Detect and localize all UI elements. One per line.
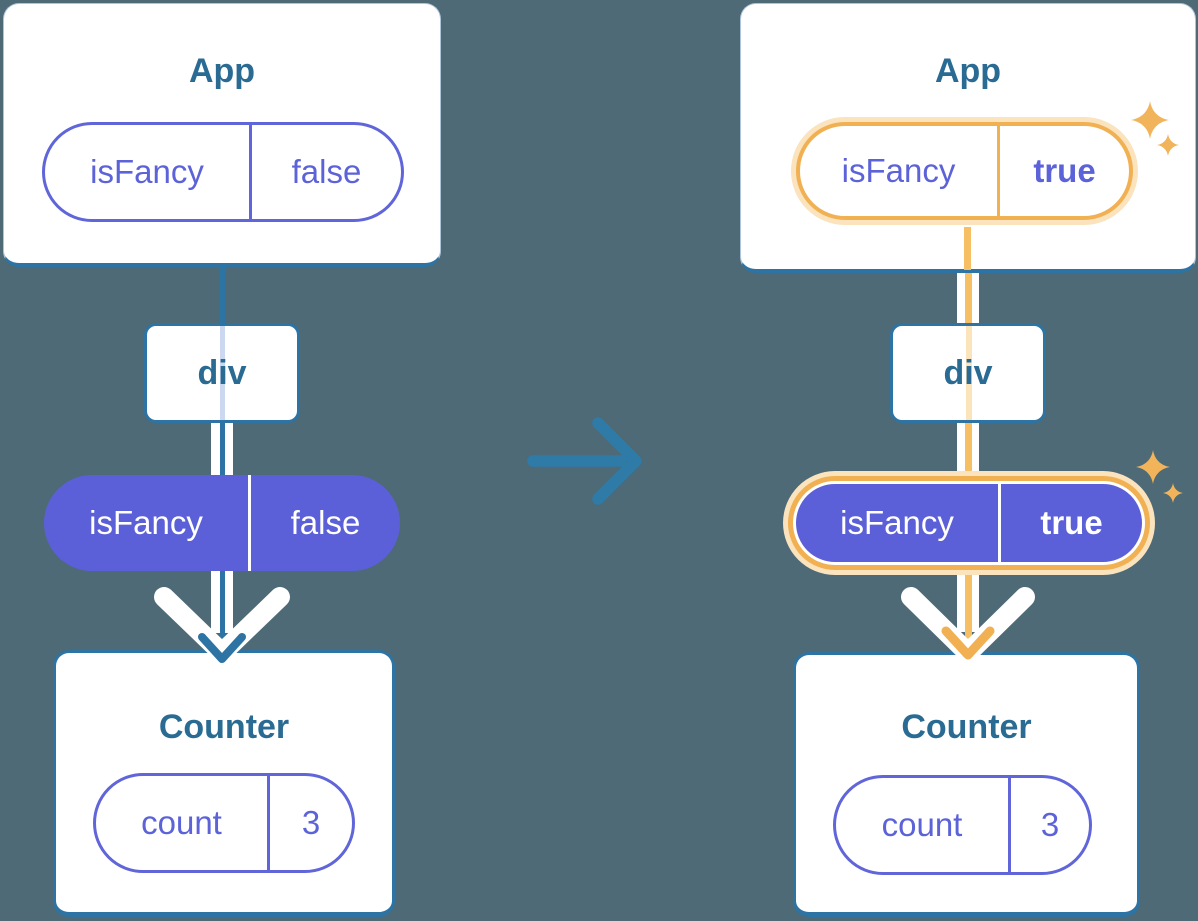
- state-value: true: [1040, 504, 1103, 541]
- faded-prop-line: [219, 326, 225, 420]
- connector-app-div: [219, 266, 225, 325]
- app-title: App: [188, 52, 256, 90]
- counter-title: Counter: [901, 708, 1032, 746]
- sparkle-icon: [1131, 101, 1169, 139]
- div-box: div: [144, 323, 300, 423]
- count-name: count: [881, 806, 963, 843]
- pill-divider: [267, 776, 270, 870]
- pill-divider: [248, 475, 251, 571]
- faded-prop-line: [965, 326, 972, 420]
- prop-value: true: [1033, 152, 1096, 189]
- app-card: App isFancy true: [740, 3, 1196, 273]
- state-name: isFancy: [89, 504, 203, 541]
- pill-divider: [998, 484, 1001, 562]
- app-title: App: [934, 52, 1002, 90]
- state-name: isFancy: [840, 504, 954, 541]
- count-pill: count 3: [833, 775, 1092, 875]
- prop-name: isFancy: [841, 152, 956, 189]
- sparkle-icon: [1163, 483, 1183, 503]
- prop-line-app-div: [964, 273, 972, 325]
- counter-card: Counter count 3: [793, 652, 1140, 917]
- state-value: false: [290, 504, 361, 541]
- count-name: count: [141, 804, 222, 841]
- prop-line-in-card: [964, 227, 971, 270]
- counter-title: Counter: [158, 708, 290, 746]
- pill-divider: [249, 125, 252, 219]
- prop-pill-highlighted: isFancy true: [796, 122, 1133, 220]
- sparkle-icon: [1157, 134, 1179, 156]
- div-box: div: [890, 323, 1046, 423]
- prop-line-pill-counter: [219, 569, 225, 640]
- sparkle-icon: [1136, 450, 1170, 484]
- prop-value: false: [291, 153, 362, 190]
- counter-card: Counter count 3: [53, 650, 395, 917]
- pill-divider: [997, 126, 1000, 216]
- app-card: App isFancy false: [3, 3, 441, 267]
- count-value: 3: [301, 804, 321, 841]
- prop-line-pill-counter: [964, 570, 972, 640]
- state-pill: isFancy false: [44, 475, 400, 571]
- prop-line-div-pill: [219, 423, 225, 478]
- transition-arrow-icon: [527, 417, 642, 505]
- prop-name: isFancy: [90, 153, 204, 190]
- count-pill: count 3: [93, 773, 355, 873]
- prop-line-div-pill: [964, 423, 972, 481]
- count-value: 3: [1040, 806, 1060, 843]
- div-label: div: [197, 353, 247, 392]
- prop-pill: isFancy false: [42, 122, 404, 222]
- div-label: div: [943, 353, 993, 392]
- state-pill-highlighted: isFancy true: [793, 481, 1145, 565]
- pill-divider: [1008, 778, 1011, 872]
